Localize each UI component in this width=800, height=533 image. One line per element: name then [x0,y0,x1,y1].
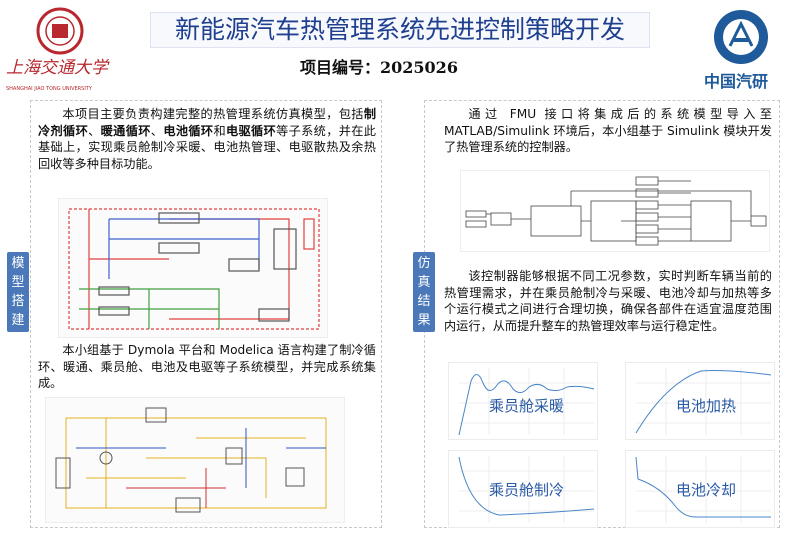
left-intro-text: 本项目主要负责构建完整的热管理系统仿真模型，包括制冷剂循环、暖通循环、电池循环和… [38,106,376,172]
dymola-model-diagram [45,397,345,523]
text: 本项目主要负责构建完整的热管理系统仿真模型，包括 [62,107,364,121]
right-controller-text: 该控制器能够根据不同工况参数，实时判断车辆当前的热管理需求，并在乘员舱制冷与采暖… [444,269,772,333]
grid [459,368,594,435]
result-charts: 乘员舱采暖 电池加热 乘员舱制冷 电池冷却 [440,362,780,528]
chart-label: 乘员舱制冷 [489,481,565,499]
series-line [458,456,595,516]
sjtu-logo-cn: 上海交通大学 [6,58,108,78]
grid [636,456,771,523]
bold-term: 制冷剂循环 [38,107,376,138]
chart-cabin-cooling: 乘员舱制冷 [448,450,598,528]
bold-term: 暖通循环 [100,123,151,138]
sjtu-logo-en: SHANGHAI JIAO TONG UNIVERSITY [6,86,92,92]
right-fmu-text: 通过 FMU 接口将集成后的系统模型导入至 MATLAB/Simulink 环境… [444,107,772,154]
caeri-logo-cn: 中国汽研 [704,72,769,91]
series-line [458,374,595,436]
text: 和 [213,123,226,138]
project-label: 项目编号： [300,58,381,77]
chart-label: 电池加热 [676,397,737,415]
caeri-emblem [712,8,770,66]
project-number: 项目编号：2025026 [300,58,458,78]
chart-label: 电池冷却 [676,481,737,499]
chart-battery-heating: 电池加热 [625,362,775,440]
page-title: 新能源汽车热管理系统先进控制策略开发 [150,12,650,48]
simulink-controller-diagram [460,170,770,252]
sjtu-emblem [30,6,90,56]
grid [636,368,771,435]
text: 、 [150,123,164,138]
bold-term: 电驱循环 [225,123,277,138]
side-label-simulation: 仿真结果 [413,252,435,332]
left-dymola-text: 本小组基于 Dymola 平台和 Modelica 语言构建了制冷循环、暖通、乘… [38,343,376,390]
chart-label: 乘员舱采暖 [489,397,565,415]
project-value: 2025026 [380,58,458,77]
side-label-model: 模型搭建 [7,252,29,332]
chart-cabin-heating: 乘员舱采暖 [448,362,598,440]
bold-term: 电池循环 [163,123,214,138]
chart-battery-cooling: 电池冷却 [625,450,775,528]
thermal-system-diagram [58,198,328,338]
series-line [635,456,771,518]
grid [459,456,594,523]
text: 等子系统，并在此基础上，实现乘员舱制冷采暖、电池热管理、电驱散热及余热回收等多种… [38,123,376,171]
series-line [635,370,772,434]
text: 、 [88,123,101,138]
